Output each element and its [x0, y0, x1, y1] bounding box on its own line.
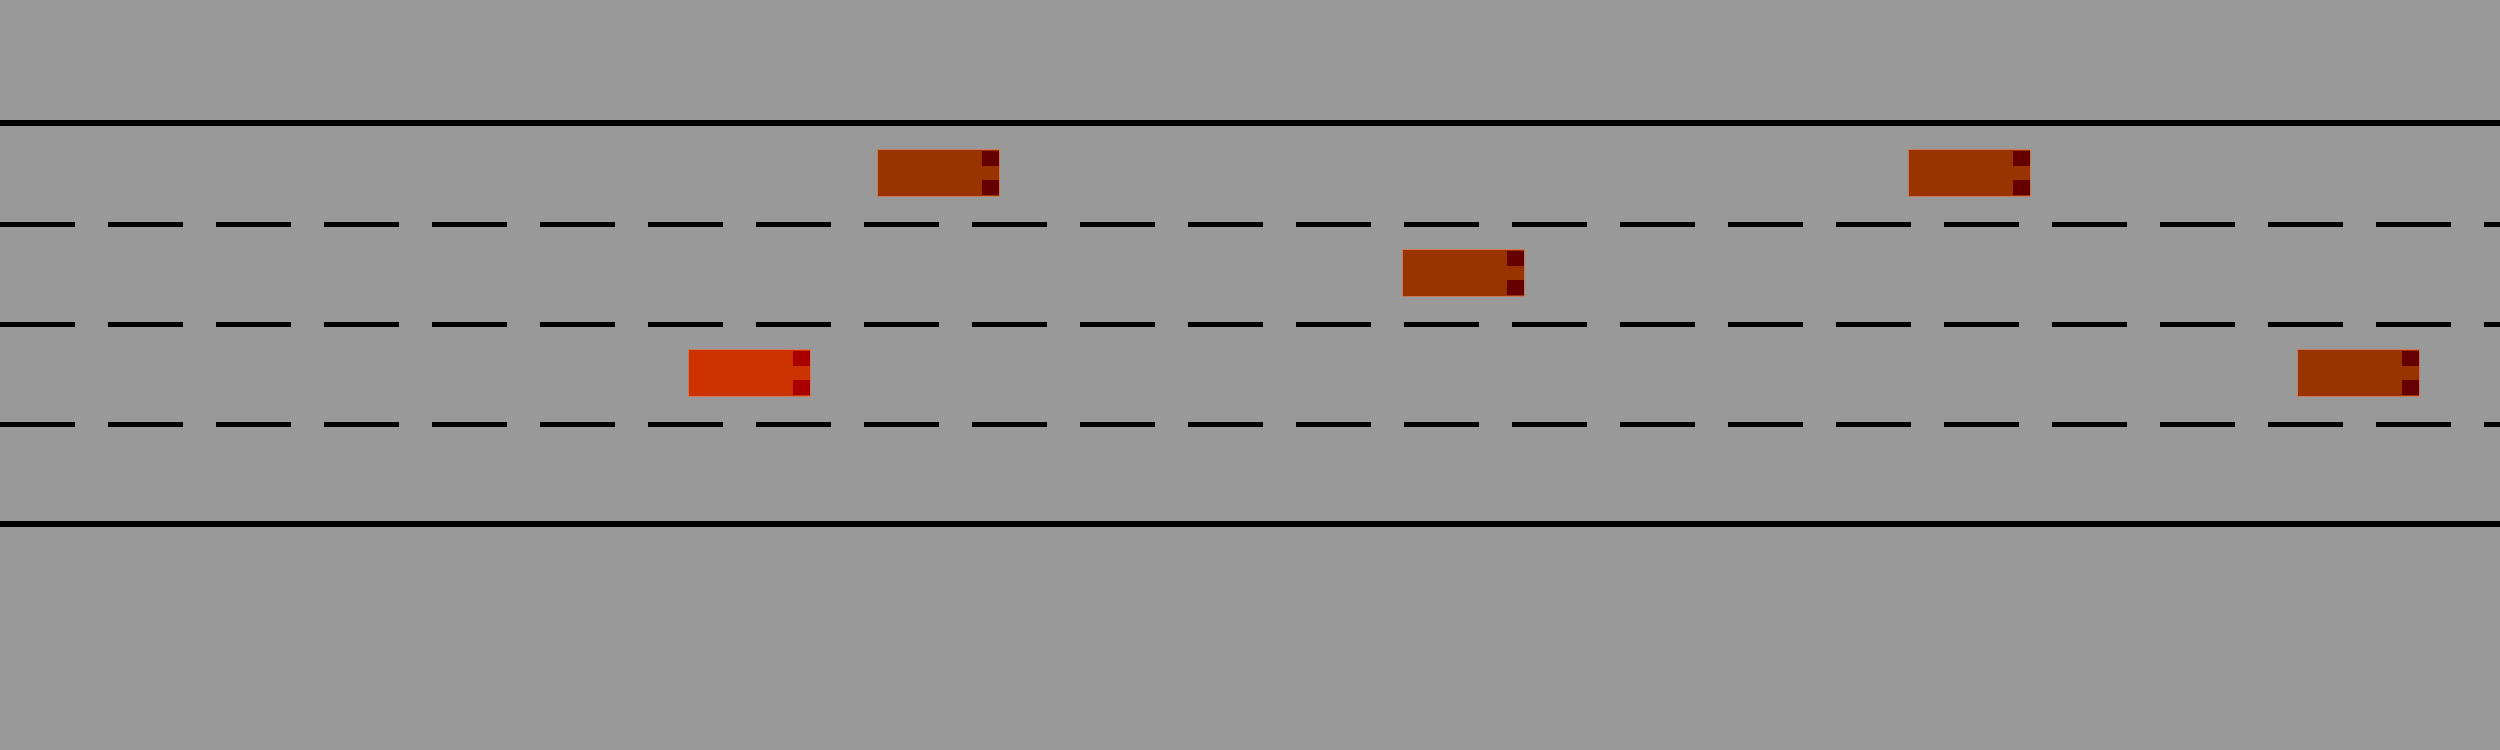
ego-vehicle-light-top — [793, 351, 810, 366]
vehicle-light-top — [2013, 151, 2030, 166]
road-bottom-edge — [0, 521, 2500, 527]
other-vehicle — [2297, 349, 2420, 397]
other-vehicle — [1402, 249, 1525, 297]
lane-divider-3 — [0, 422, 2500, 427]
lane-divider-2 — [0, 322, 2500, 327]
vehicle-light-bottom — [982, 180, 999, 195]
ego-vehicle-light-bottom — [793, 380, 810, 395]
vehicle-light-bottom — [2402, 380, 2419, 395]
vehicle-light-bottom — [2013, 180, 2030, 195]
lane-divider-1 — [0, 222, 2500, 227]
road-top-edge — [0, 120, 2500, 126]
vehicle-light-top — [982, 151, 999, 166]
vehicle-light-top — [1507, 251, 1524, 266]
other-vehicle — [1908, 149, 2031, 197]
other-vehicle — [877, 149, 1000, 197]
vehicle-light-top — [2402, 351, 2419, 366]
ego-vehicle — [688, 349, 811, 397]
vehicle-light-bottom — [1507, 280, 1524, 295]
